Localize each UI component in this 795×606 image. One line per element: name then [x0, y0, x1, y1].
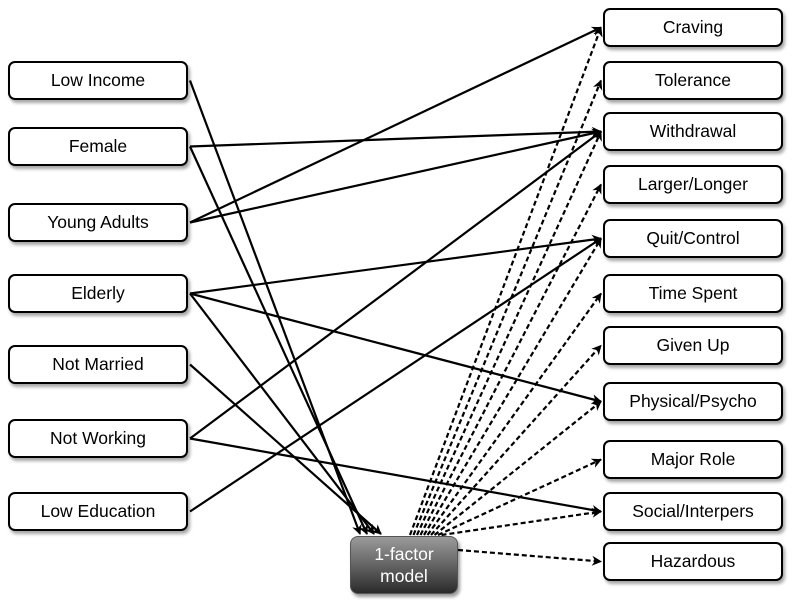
loading-factor-to-time_spent — [426, 292, 602, 536]
criterion-craving: Craving — [603, 8, 783, 47]
criterion-larger-longer: Larger/Longer — [603, 165, 783, 204]
edge-young_adults-to-craving — [189, 26, 602, 224]
criterion-withdrawal: Withdrawal — [603, 112, 783, 151]
predictor-not-married: Not Married — [8, 345, 188, 384]
loading-factor-to-social_interpers — [441, 507, 602, 537]
predictor-low-income: Low Income — [8, 61, 188, 100]
edge-female-to-factor — [188, 146, 369, 535]
loading-factor-to-craving — [408, 26, 603, 536]
criterion-major-role: Major Role — [603, 440, 783, 479]
loading-factor-to-major_role — [437, 458, 602, 536]
edge-female-to-withdrawal — [189, 126, 602, 148]
edge-low_income-to-factor — [188, 80, 362, 535]
criterion-social-interpers: Social/Interpers — [603, 492, 783, 531]
loading-factor-to-hazardous — [457, 548, 602, 566]
edge-elderly-to-quit_control — [189, 234, 602, 295]
predictor-elderly: Elderly — [8, 274, 188, 313]
loading-factor-to-tolerance — [412, 79, 603, 536]
predictor-young-adults: Young Adults — [8, 203, 188, 242]
loading-factor-to-given_up — [430, 344, 602, 536]
loading-factor-to-larger_longer — [419, 183, 602, 536]
predictor-not-working: Not Working — [8, 419, 188, 458]
criterion-given-up: Given Up — [603, 326, 783, 365]
loading-factor-to-withdrawal — [415, 130, 603, 536]
loading-factor-to-physical_psycho — [433, 400, 602, 536]
factor-label-line1: 1-factor — [374, 544, 434, 564]
latent-factor-node: 1-factor model — [350, 536, 458, 594]
criterion-hazardous: Hazardous — [603, 542, 783, 581]
criterion-tolerance: Tolerance — [603, 61, 783, 100]
edge-elderly-to-factor — [189, 292, 375, 535]
edge-not_working-to-withdrawal — [189, 130, 602, 440]
predictor-low-education: Low Education — [8, 492, 188, 531]
criterion-quit-control: Quit/Control — [603, 219, 783, 258]
predictor-female: Female — [8, 127, 188, 166]
edge-young_adults-to-withdrawal — [189, 128, 602, 224]
criterion-time-spent: Time Spent — [603, 274, 783, 313]
edge-not_working-to-social_interpers — [189, 437, 602, 515]
criterion-physical-psycho: Physical/Psycho — [603, 382, 783, 421]
edge-elderly-to-physical_psycho — [189, 292, 602, 405]
factor-label-line2: model — [380, 566, 428, 586]
loading-factor-to-quit_control — [423, 237, 602, 536]
